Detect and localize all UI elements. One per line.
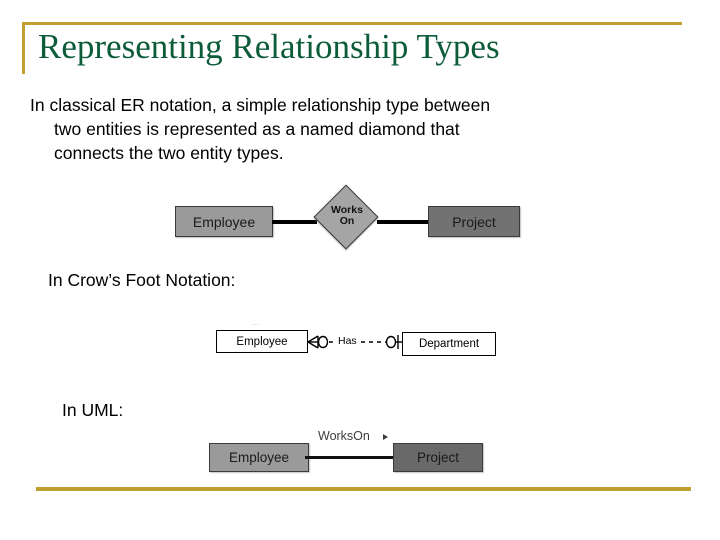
uml-association-label: WorksOn [318, 429, 370, 443]
er-relationship-diamond: Works On [313, 184, 379, 256]
uml-diagram: Employee WorksOn Project [205, 428, 495, 478]
crows-foot-many-icon [307, 335, 319, 349]
intro-line-2: two entities is represented as a named d… [54, 119, 460, 139]
uml-class-employee: Employee [209, 443, 309, 472]
uml-association-line [305, 456, 397, 459]
intro-line-3: connects the two entity types. [54, 143, 284, 163]
optional-zero-circle-icon-right [385, 335, 397, 349]
cf-relationship-label: Has [337, 335, 358, 347]
slide-title-block: Representing Relationship Types [22, 22, 682, 80]
uml-section-label: In UML: [62, 400, 124, 420]
uml-class-project: Project [393, 443, 483, 472]
er-entity-employee-label: Employee [192, 213, 256, 230]
optional-zero-circle-icon-left [317, 335, 329, 349]
crowsfoot-diagram: ... Employee Has Department [210, 318, 500, 364]
cf-entity-department: Department [402, 332, 496, 356]
er-relationship-label: Works On [315, 205, 379, 227]
cf-entity-department-label: Department [418, 338, 480, 350]
er-relationship-label-line2: On [339, 215, 355, 227]
er-entity-project-label: Project [452, 213, 496, 230]
er-connector-right [377, 220, 429, 224]
title-left-rule [22, 22, 25, 74]
page-title: Representing Relationship Types [38, 27, 500, 66]
uml-class-employee-label: Employee [228, 450, 290, 465]
intro-line-1: In classical ER notation, a simple relat… [30, 95, 491, 115]
er-relationship-label-line1: Works [331, 204, 363, 216]
crowsfoot-section-label: In Crow’s Foot Notation: [48, 270, 236, 290]
direction-arrow-icon [383, 434, 388, 440]
scan-artifact: ... [252, 318, 260, 326]
cf-entity-employee-label: Employee [236, 335, 288, 348]
title-top-rule [22, 22, 682, 25]
er-entity-project: Project [428, 206, 520, 237]
uml-class-project-label: Project [416, 450, 460, 465]
er-connector-left [272, 220, 317, 224]
cf-entity-employee: Employee [216, 330, 308, 353]
intro-paragraph: In classical ER notation, a simple relat… [30, 93, 675, 165]
er-entity-employee: Employee [175, 206, 273, 237]
footer-rule [36, 487, 691, 491]
classical-er-diagram: Employee Works On Project [170, 184, 550, 266]
